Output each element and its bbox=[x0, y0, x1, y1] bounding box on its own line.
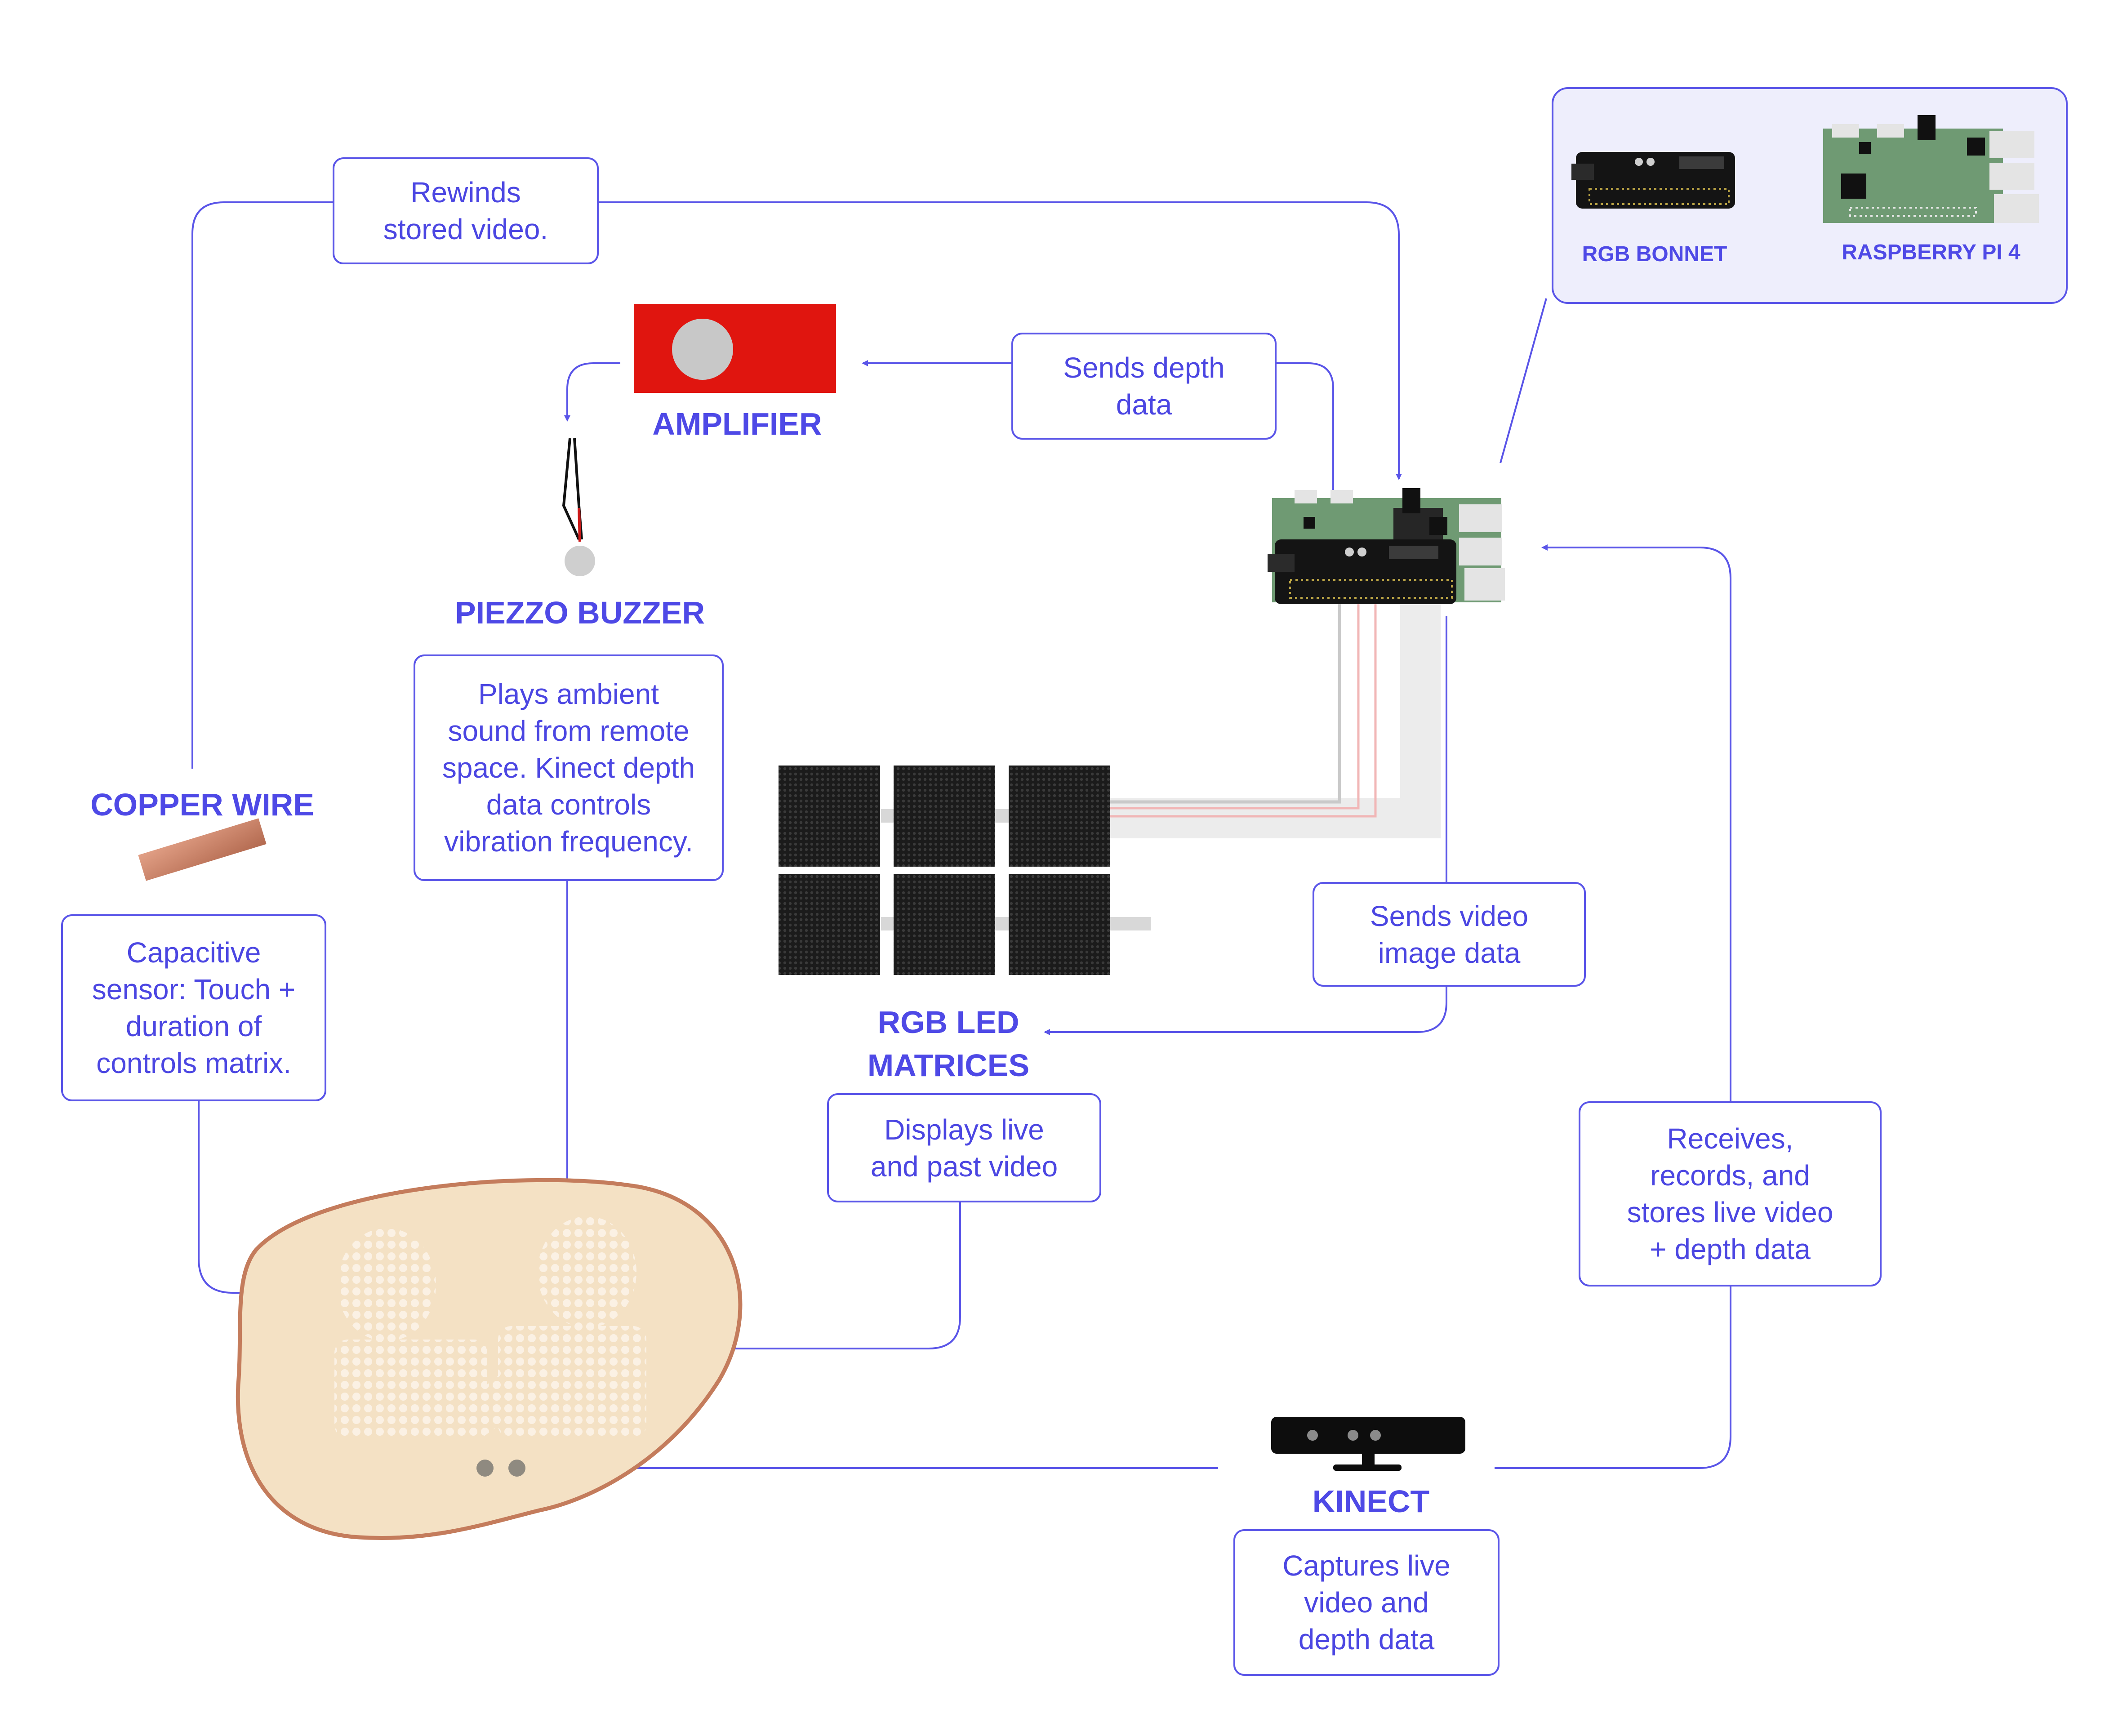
sensor-dot bbox=[476, 1460, 494, 1477]
copper-wire-icon bbox=[138, 818, 267, 881]
sends-depth-note: Sends depth data bbox=[1011, 333, 1277, 440]
kinect-to-receives-connector bbox=[1495, 1286, 1731, 1469]
amplifier-icon bbox=[634, 304, 836, 393]
captures-note: Captures live video and depth data bbox=[1233, 1529, 1500, 1676]
amp-to-buzzer-connector bbox=[564, 362, 620, 422]
displays-live-note: Displays live and past video bbox=[827, 1093, 1101, 1202]
ribbon-cables bbox=[1110, 602, 1441, 838]
depth-from-pi-connector bbox=[1277, 362, 1334, 580]
pixel-silhouettes bbox=[334, 1216, 646, 1438]
kinect-label: KINECT bbox=[1312, 1484, 1430, 1519]
surface-blob bbox=[236, 1178, 743, 1540]
receives-to-pi-connector bbox=[1541, 544, 1731, 1101]
panel-pointer-line bbox=[1500, 298, 1547, 463]
amplifier-label: AMPLIFIER bbox=[652, 406, 822, 441]
displays-to-surface-connector bbox=[650, 1202, 961, 1349]
rgb-led-matrices-label: RGB LED MATRICES bbox=[867, 1005, 1030, 1083]
piezzo-buzzer-label: PIEZZO BUZZER bbox=[454, 595, 705, 630]
rewind-connector bbox=[191, 201, 333, 769]
sends-video-note: Sends video image data bbox=[1313, 882, 1586, 987]
video-to-matrices-connector bbox=[1044, 987, 1447, 1035]
copper-wire-label: COPPER WIRE bbox=[90, 787, 314, 822]
plays-ambient-note: Plays ambient sound from remote space. K… bbox=[414, 654, 724, 881]
rewinds-note: Rewinds stored video. bbox=[333, 157, 599, 264]
rewind-to-pi-connector bbox=[599, 201, 1402, 480]
hardware-panel: RGB BONNET RASPBERRY PI 4 bbox=[1552, 87, 2068, 304]
sensor-dot bbox=[508, 1460, 525, 1477]
connector-lines bbox=[191, 201, 1731, 1469]
rgb-bonnet-label: RGB BONNET bbox=[1582, 242, 1727, 266]
capacitive-note: Capacitive sensor: Touch + duration of c… bbox=[61, 914, 326, 1101]
kinect-icon bbox=[1271, 1417, 1465, 1471]
raspberry-pi-label: RASPBERRY PI 4 bbox=[1842, 240, 2020, 264]
led-matrix-icon bbox=[779, 766, 1151, 975]
capacitive-to-surface-connector bbox=[198, 1101, 253, 1294]
piezzo-buzzer-icon bbox=[562, 438, 595, 576]
rgb-bonnet-icon bbox=[1571, 152, 1735, 209]
rgb-bonnet-icon bbox=[1268, 539, 1456, 604]
interactive-surface bbox=[236, 1178, 743, 1540]
raspberry-pi-icon bbox=[1823, 115, 2039, 223]
receives-note: Receives, records, and stores live video… bbox=[1579, 1101, 1882, 1286]
